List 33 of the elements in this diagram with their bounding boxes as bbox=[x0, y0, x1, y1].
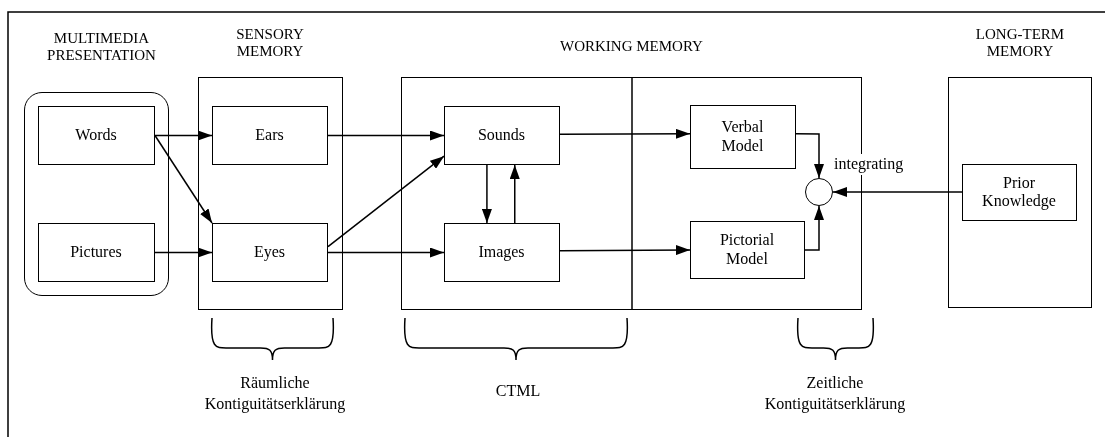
process-box: Verbal Model bbox=[689, 104, 796, 169]
brace-label: Räumliche Kontiguitätserklärung bbox=[203, 373, 347, 415]
arrow bbox=[327, 247, 445, 258]
arrow bbox=[154, 134, 213, 224]
process-box: Pictures bbox=[37, 222, 155, 282]
arrow bbox=[327, 130, 445, 141]
process-box: Sounds bbox=[443, 105, 560, 165]
arrow bbox=[559, 128, 691, 139]
process-box: Ears bbox=[211, 105, 328, 165]
arrow bbox=[559, 245, 691, 256]
node-caption: integrating bbox=[834, 154, 904, 175]
stage-heading: WORKING MEMORY bbox=[559, 38, 704, 56]
process-box: Prior Knowledge bbox=[961, 163, 1077, 221]
arrow bbox=[481, 164, 492, 224]
arrow bbox=[154, 247, 213, 258]
group-box bbox=[24, 92, 169, 296]
process-box: Eyes bbox=[211, 222, 328, 282]
arrow bbox=[795, 133, 824, 179]
process-box: Pictorial Model bbox=[689, 220, 805, 279]
arrow bbox=[509, 164, 520, 224]
arrow bbox=[832, 187, 963, 197]
process-box: Words bbox=[37, 105, 155, 165]
arrow bbox=[327, 155, 445, 248]
memory-box bbox=[198, 77, 343, 310]
arrow bbox=[804, 205, 824, 251]
stage-heading: SENSORY MEMORY bbox=[235, 26, 305, 61]
stage-heading: LONG-TERM MEMORY bbox=[974, 26, 1066, 61]
brace-label: CTML bbox=[494, 381, 542, 401]
brace-label: Zeitliche Kontiguitätserklärung bbox=[763, 373, 907, 415]
memory-box bbox=[948, 77, 1092, 308]
stage-heading: MULTIMEDIA PRESENTATION bbox=[46, 30, 157, 65]
arrow bbox=[154, 130, 213, 141]
process-box: Images bbox=[443, 222, 560, 282]
